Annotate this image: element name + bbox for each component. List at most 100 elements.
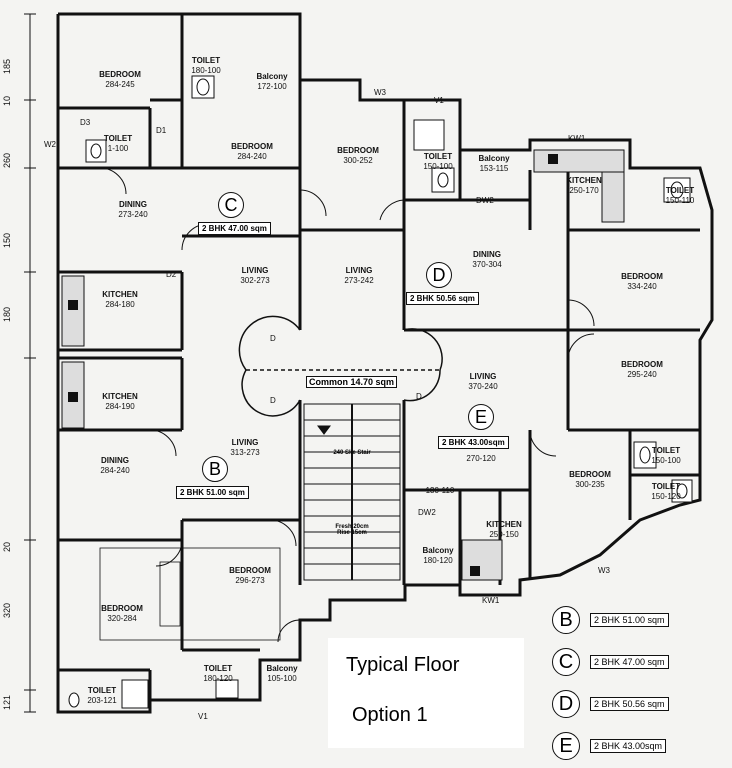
unit-label-e: 2 BHK 43.00sqm <box>438 436 509 449</box>
room-name: TOILET <box>203 664 233 673</box>
room-dim: 284-245 <box>105 80 135 89</box>
room-label: 270-120 <box>456 454 506 464</box>
legend-letter: D <box>552 690 580 718</box>
room-dim: 284-180 <box>105 300 135 309</box>
window-tag: W3 <box>598 566 610 575</box>
legend-row-e: E 2 BHK 43.00sqm <box>552 732 728 760</box>
dimension-label: 150 <box>2 232 12 248</box>
legend-letter: C <box>552 648 580 676</box>
room-dim: 150-100 <box>423 162 453 171</box>
room-dim: 1-100 <box>107 144 129 153</box>
window-tag: W3 <box>374 88 386 97</box>
room-dim: 284-240 <box>100 466 130 475</box>
window-tag: V1 <box>198 712 208 721</box>
legend-label: 2 BHK 50.56 sqm <box>590 697 669 711</box>
room-name: LIVING <box>345 266 373 275</box>
room-dim: 273-240 <box>118 210 148 219</box>
room-name: KITCHEN <box>102 392 138 401</box>
room-dim: 300-252 <box>343 156 373 165</box>
room-name: DINING <box>119 200 147 209</box>
legend-label: 2 BHK 47.00 sqm <box>590 655 669 669</box>
room-dim: 150-110 <box>665 196 695 205</box>
title-panel <box>328 638 524 748</box>
door-tag: D1 <box>156 126 167 135</box>
room-name: TOILET <box>651 482 681 491</box>
room-dim: 273-242 <box>344 276 374 285</box>
room-name: BEDROOM <box>231 142 273 151</box>
room-dim: 180-120 <box>203 674 233 683</box>
unit-marker-e: E <box>468 404 494 430</box>
room-name: LIVING <box>469 372 497 381</box>
room-label: 130-110 <box>416 486 464 496</box>
unit-label-c: 2 BHK 47.00 sqm <box>198 222 271 235</box>
room-dim: 270-120 <box>466 454 496 463</box>
legend-label: 2 BHK 43.00sqm <box>590 739 667 753</box>
unit-marker-c: C <box>218 192 244 218</box>
window-tag: KW1 <box>482 596 500 605</box>
room-dim: 130-110 <box>425 486 455 495</box>
unit-label-d: 2 BHK 50.56 sqm <box>406 292 479 305</box>
window-tag: DW2 <box>418 508 436 517</box>
room-name: TOILET <box>191 56 221 65</box>
room-dim: 153-115 <box>479 164 509 173</box>
room-dim: 300-235 <box>575 480 605 489</box>
dimension-label: 180 <box>2 306 12 322</box>
unit-marker-d: D <box>426 262 452 288</box>
room-name: BEDROOM <box>99 70 141 79</box>
room-dim: 180-100 <box>191 66 221 75</box>
door-tag: D3 <box>80 118 91 127</box>
dimension-label: 185 <box>2 58 12 74</box>
room-name: DINING <box>473 250 501 259</box>
room-dim: 180-120 <box>423 556 453 565</box>
room-dim: 172-100 <box>257 82 287 91</box>
window-tag: KW1 <box>568 134 586 143</box>
door-tag: D <box>270 334 276 343</box>
room-name: TOILET <box>103 134 133 143</box>
room-name: TOILET <box>651 446 681 455</box>
room-name: Balcony <box>266 664 298 673</box>
room-dim: 150-100 <box>651 456 681 465</box>
room-dim: 105-100 <box>267 674 297 683</box>
stair-down-label: Fresh 20cm Rise 15cm <box>335 524 369 536</box>
room-name: BEDROOM <box>337 146 379 155</box>
dimension-label: 10 <box>2 95 12 106</box>
legend-row-b: B 2 BHK 51.00 sqm <box>552 606 728 634</box>
stair-up-label: 240 Ske Stair <box>333 450 371 456</box>
room-name: KITCHEN <box>566 176 602 185</box>
room-name: LIVING <box>241 266 269 275</box>
room-dim: 250-170 <box>569 186 599 195</box>
room-name: Balcony <box>256 72 288 81</box>
room-name: Balcony <box>422 546 454 555</box>
window-tag: DW2 <box>476 196 494 205</box>
room-name: KITCHEN <box>486 520 522 529</box>
dimension-label: 320 <box>2 602 12 618</box>
room-name: BEDROOM <box>621 272 663 281</box>
dimension-label: 260 <box>2 152 12 168</box>
room-name: TOILET <box>423 152 453 161</box>
room-name: KITCHEN <box>102 290 138 299</box>
room-dim: 370-240 <box>468 382 498 391</box>
room-name: BEDROOM <box>101 604 143 613</box>
dimension-label: 20 <box>2 541 12 552</box>
